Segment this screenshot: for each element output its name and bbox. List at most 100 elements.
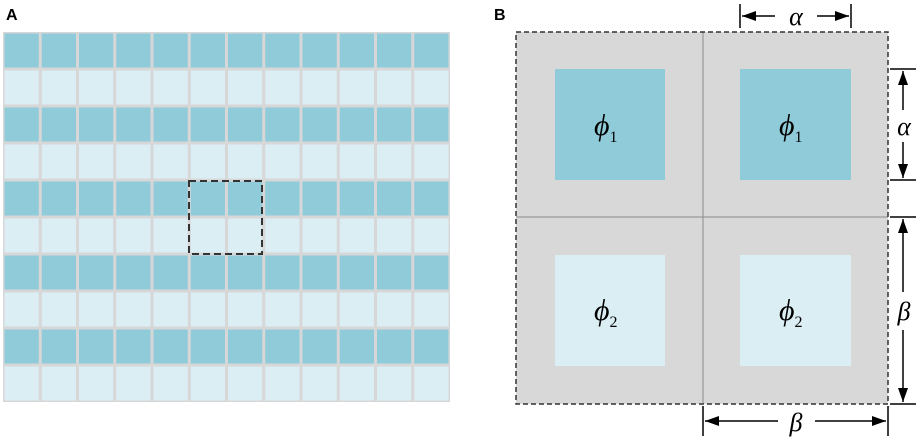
panel-a-cell-dark [377, 33, 412, 68]
panel-a-cell-dark [377, 181, 412, 216]
panel-a-cell-dark [377, 329, 412, 364]
panel-a-cell-dark [302, 255, 337, 290]
panel-a-cell-light [190, 144, 225, 179]
cell-phi1-right [740, 69, 851, 180]
dimension-alpha-right-label: α [897, 112, 912, 141]
unit-cell-outline [515, 31, 889, 405]
panel-a-cell-light [190, 218, 225, 253]
panel-a-cell-dark [79, 33, 114, 68]
panel-a-cell-light [228, 218, 263, 253]
panel-a-cell-light [228, 70, 263, 105]
panel-a-cell-light [228, 292, 263, 327]
panel-a-cell-light [79, 70, 114, 105]
cell-label-phi2-left: ϕ2 [594, 294, 618, 331]
panel-a-cell-light [116, 144, 151, 179]
panel-a-cell-light [116, 366, 151, 401]
cell-phi2-left [555, 255, 665, 366]
panel-a-cell-light [190, 292, 225, 327]
panel-a-cell-dark [153, 107, 188, 142]
panel-a-cell-light [265, 218, 300, 253]
panel-a-cell-light [414, 218, 449, 253]
panel-a-cell-dark [190, 181, 225, 216]
panel-a-cell-dark [79, 181, 114, 216]
panel-a-cell-light [414, 366, 449, 401]
panel-a-cell-dark [265, 181, 300, 216]
panel-a-cell-dark [414, 329, 449, 364]
panel-a-cell-light [190, 70, 225, 105]
panel-a-cell-dark [265, 33, 300, 68]
dimension-alpha-top-label: α [789, 2, 804, 31]
panel-a-cell-light [79, 144, 114, 179]
dimension-alpha-right [890, 68, 916, 181]
panel-a-cell-dark [414, 181, 449, 216]
panel-a-cell-light [414, 70, 449, 105]
panel-a-cell-dark [265, 255, 300, 290]
panel-a-cell-dark [228, 33, 263, 68]
panel-a-cell-light [41, 70, 76, 105]
panel-a-cell-dark [116, 181, 151, 216]
panel-a-cell-dark [116, 107, 151, 142]
panel-a-cell-dark [414, 33, 449, 68]
panel-a-cell-dark [190, 329, 225, 364]
panel-a-cell-dark [41, 329, 76, 364]
panel-a-cell-light [302, 218, 337, 253]
panel-a-cell-light [265, 70, 300, 105]
panel-a-cell-light [41, 144, 76, 179]
panel-a-cell-dark [116, 329, 151, 364]
panel-a-cell-dark [4, 107, 39, 142]
cell-label-phi1-right: ϕ1 [779, 109, 803, 146]
panel-a-cell-dark [41, 107, 76, 142]
panel-a-cell-dark [377, 107, 412, 142]
panel-a-label: A [6, 7, 18, 24]
cell-label-phi2-right: ϕ2 [779, 294, 803, 331]
panel-a-cell-light [79, 218, 114, 253]
panel-a-cell-light [79, 366, 114, 401]
panel-a-cell-dark [190, 33, 225, 68]
panel-a-grid [3, 32, 450, 402]
panel-a-cell-light [228, 144, 263, 179]
panel-a-cell-light [4, 366, 39, 401]
panel-a-cell-light [153, 70, 188, 105]
panel-a-cell-dark [153, 329, 188, 364]
panel-a-cell-dark [153, 181, 188, 216]
dimension-beta-bottom-label: β [789, 408, 803, 437]
panel-a-cell-light [228, 366, 263, 401]
panel-a-cell-light [377, 218, 412, 253]
panel-a-cell-dark [4, 181, 39, 216]
panel-a-cell-light [41, 292, 76, 327]
panel-a-cell-dark [377, 255, 412, 290]
panel-a-cell-dark [414, 107, 449, 142]
panel-a-cell-light [116, 218, 151, 253]
panel-a-cell-light [302, 70, 337, 105]
panel-a-cell-light [153, 366, 188, 401]
panel-a-cell-light [190, 366, 225, 401]
cell-label-phi1-left: ϕ1 [594, 109, 618, 146]
panel-a-cell-dark [302, 33, 337, 68]
panel-a-cell-light [377, 366, 412, 401]
panel-a-cell-dark [79, 329, 114, 364]
dimension-beta-right [890, 216, 916, 405]
panel-a-cell-light [302, 366, 337, 401]
panel-a-cell-light [265, 366, 300, 401]
panel-a-cell-light [153, 292, 188, 327]
panel-a-cell-dark [339, 33, 374, 68]
cell-phi2-right [740, 255, 851, 366]
panel-a-cell-dark [41, 255, 76, 290]
panel-a-cell-dark [228, 329, 263, 364]
panel-a-cell-light [41, 366, 76, 401]
dimension-beta-bottom [702, 406, 889, 436]
panel-a-cell-light [302, 144, 337, 179]
panel-a-cell-dark [4, 329, 39, 364]
panel-a-cell-dark [339, 329, 374, 364]
panel-a-cell-dark [302, 181, 337, 216]
panel-b-label: B [494, 7, 506, 24]
panel-a-cell-dark [265, 329, 300, 364]
panel-a-cell-light [4, 218, 39, 253]
panel-a-cell-dark [339, 255, 374, 290]
panel-a-cell-dark [116, 33, 151, 68]
panel-a-cell-dark [153, 33, 188, 68]
cell-phi1-left [555, 69, 665, 180]
panel-a-cell-light [339, 144, 374, 179]
dimension-beta-right-label: β [897, 297, 911, 326]
panel-a-cell-dark [190, 255, 225, 290]
